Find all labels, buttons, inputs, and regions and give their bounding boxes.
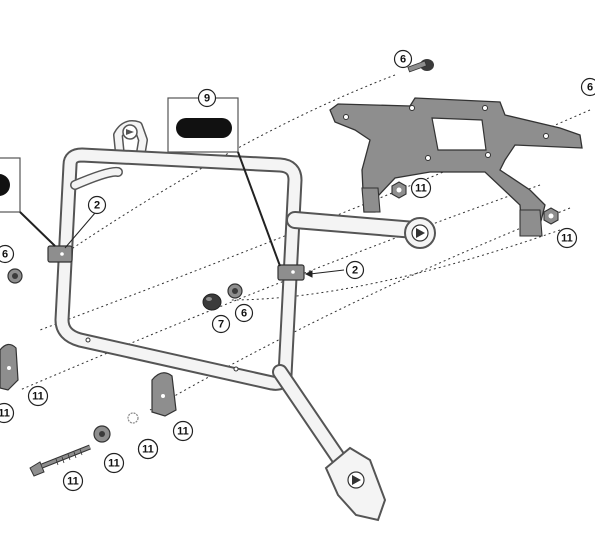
callout-c11-mbr: 11 xyxy=(172,420,194,442)
part-9-box xyxy=(167,97,239,153)
top-tab-eye xyxy=(122,124,138,140)
clamp-right xyxy=(277,264,305,281)
callout-number: 6 xyxy=(400,54,406,66)
callout-c11-plate-r: 11 xyxy=(556,227,578,249)
callout-number: 6 xyxy=(241,308,247,320)
callout-number: 6 xyxy=(2,249,8,261)
callout-c6-topright: 6 xyxy=(580,77,595,97)
loose-bracket-left xyxy=(0,343,19,391)
alignment-lines xyxy=(19,74,591,411)
hex-nut-plate-right xyxy=(543,207,559,225)
callout-c11-lbr-a: 11 xyxy=(27,385,49,407)
callout-number: 11 xyxy=(415,183,427,195)
callout-c6-left: 6 xyxy=(0,244,15,264)
callout-number: 11 xyxy=(561,233,573,245)
callout-number: 11 xyxy=(177,426,189,438)
callout-number: 11 xyxy=(32,391,44,403)
bolt-top xyxy=(407,59,434,73)
callout-number: 11 xyxy=(142,444,154,456)
callout-c11-knob: 11 xyxy=(137,438,159,460)
callout-number: 2 xyxy=(352,265,358,277)
cap-nut-left xyxy=(7,268,23,284)
part-9-box-partial xyxy=(0,157,21,213)
callout-c7: 7 xyxy=(211,314,231,334)
callout-c6-top: 6 xyxy=(393,49,413,69)
leader-lines xyxy=(19,151,345,278)
callout-c11-plate-l: 11 xyxy=(410,177,432,199)
callout-number: 7 xyxy=(218,319,224,331)
washer xyxy=(127,412,139,424)
mounting-plate xyxy=(329,97,583,233)
frame-hole xyxy=(85,337,91,343)
hex-nut-plate-left xyxy=(391,181,407,199)
loose-bracket-mid xyxy=(151,372,177,417)
callout-badges: 66922111167611111111111111 xyxy=(0,49,595,492)
callout-c9: 9 xyxy=(197,88,217,108)
rubber-cap xyxy=(202,293,222,311)
callout-number: 6 xyxy=(587,82,593,94)
foot-plate xyxy=(324,446,387,522)
long-bolt xyxy=(29,444,91,477)
clamp-left xyxy=(47,245,73,263)
plate-bracket-left xyxy=(361,187,381,213)
plate-bracket-right xyxy=(519,209,543,237)
callout-number: 2 xyxy=(94,200,100,212)
callout-number: 11 xyxy=(0,408,10,420)
spacer-knob xyxy=(93,425,111,443)
callout-c11-lbr-b: 11 xyxy=(0,402,15,424)
frame-hole xyxy=(233,366,239,372)
cap-nut-mid xyxy=(227,283,243,299)
callout-c2-right: 2 xyxy=(345,260,365,280)
arm-end-mount xyxy=(404,217,436,249)
callout-c2-left: 2 xyxy=(87,195,107,215)
callout-c11-bolt: 11 xyxy=(62,470,84,492)
callout-number: 9 xyxy=(204,93,210,105)
callout-c11-spacer: 11 xyxy=(103,452,125,474)
callout-c6-mid: 6 xyxy=(234,303,254,323)
callout-number: 11 xyxy=(108,458,120,470)
callout-number: 11 xyxy=(67,476,79,488)
